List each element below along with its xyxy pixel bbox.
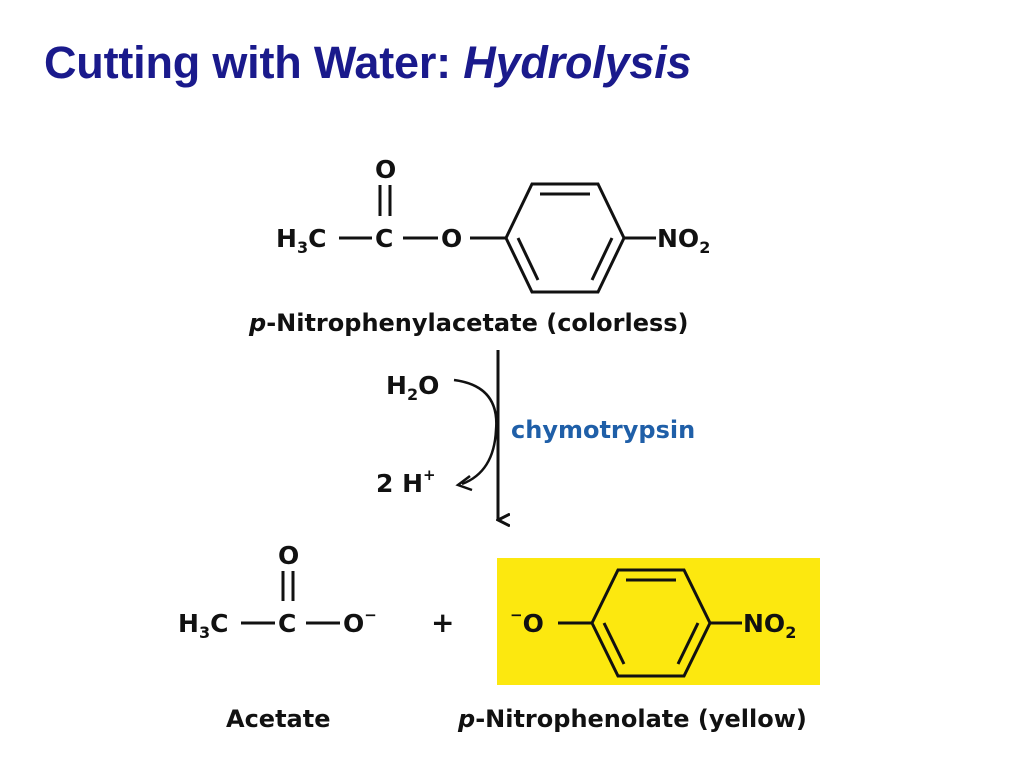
title-main: Cutting with Water:	[44, 37, 464, 88]
nitrophenolate-nitro-group: NO2	[743, 609, 796, 642]
nitrophenolate-ring-inner-bond-left	[602, 622, 626, 665]
protons-released: 2 H+	[376, 466, 436, 498]
acetate-structure: H3C C O O−	[178, 541, 377, 642]
reactant-ring-inner-bond-left	[516, 237, 540, 281]
nitrophenolate-structure: −O NO2	[510, 568, 796, 678]
water-curved-arrow	[453, 378, 498, 486]
acetate-carbonyl-oxygen: O	[278, 541, 299, 570]
reactant-ring-inner-bond-right	[590, 237, 614, 281]
title-emphasis: Hydrolysis	[463, 37, 692, 88]
acetate-carbon-atom: C	[278, 609, 296, 638]
acetate-oxygen: O−	[343, 606, 377, 638]
enzyme-label: chymotrypsin	[511, 416, 695, 444]
reactant-benzene-ring	[504, 182, 626, 294]
reactant-name: p-Nitrophenylacetate (colorless)	[248, 309, 689, 337]
acetate-methyl-group: H3C	[178, 609, 228, 642]
nitrophenolate-oxygen: −O	[510, 606, 544, 638]
reactant-structure: H3C C O O NO2	[276, 155, 710, 294]
reactant-carbonyl-oxygen: O	[375, 155, 396, 184]
reactant-methyl-group: H3C	[276, 224, 326, 257]
curved-arrow-head	[455, 475, 473, 492]
reactant-nitro-group: NO2	[657, 224, 710, 257]
reactant-ester-oxygen: O	[441, 224, 462, 253]
slide-title: Cutting with Water: Hydrolysis	[44, 37, 692, 88]
nitrophenolate-name: p-Nitrophenolate (yellow)	[457, 705, 807, 733]
nitrophenolate-ring-inner-bond-right	[676, 622, 700, 665]
reactant-carbon-atom: C	[375, 224, 393, 253]
plus-sign: +	[431, 606, 454, 639]
water-reagent: H2O	[386, 371, 439, 404]
acetate-name: Acetate	[226, 705, 331, 733]
